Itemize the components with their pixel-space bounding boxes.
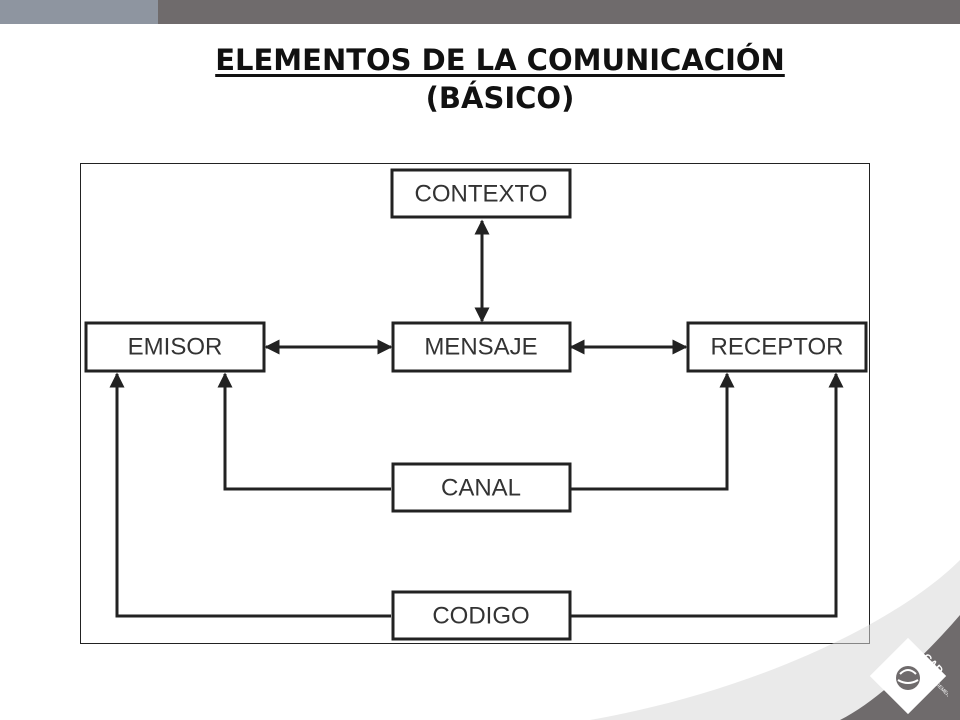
node-mensaje: MENSAJE — [391, 321, 572, 373]
node-receptor: RECEPTOR — [686, 321, 868, 373]
node-contexto: CONTEXTO — [390, 168, 572, 219]
node-emisor: EMISOR — [84, 321, 266, 373]
edge-codigo-emisor — [109, 372, 391, 618]
edge-codigo-receptor — [571, 372, 844, 618]
title-line-2: (BÁSICO) — [425, 80, 575, 115]
node-canal-label: CANAL — [441, 474, 521, 501]
node-receptor-label: RECEPTOR — [711, 333, 844, 360]
logo-emblem: CAD MANAGEMENT — [869, 637, 953, 715]
communication-diagram: CONTEXTO EMISOR MENSAJE RECEPTOR CANAL C… — [80, 163, 870, 644]
node-canal: CANAL — [391, 462, 572, 513]
node-codigo-label: CODIGO — [432, 602, 529, 629]
node-mensaje-label: MENSAJE — [424, 333, 537, 360]
slide-title: ELEMENTOS DE LA COMUNICACIÓN (BÁSICO) — [0, 42, 960, 117]
edge-canal-receptor — [571, 372, 735, 491]
title-line-1: ELEMENTOS DE LA COMUNICACIÓN — [215, 43, 785, 77]
node-contexto-label: CONTEXTO — [415, 180, 548, 207]
node-emisor-label: EMISOR — [128, 333, 223, 360]
company-logo: CAD MANAGEMENT — [868, 636, 953, 720]
top-bar — [0, 0, 960, 24]
edge-canal-emisor — [217, 372, 391, 491]
node-codigo: CODIGO — [391, 590, 572, 641]
top-bar-tab — [0, 0, 158, 24]
diagram-canvas: CONTEXTO EMISOR MENSAJE RECEPTOR CANAL C… — [84, 168, 868, 641]
